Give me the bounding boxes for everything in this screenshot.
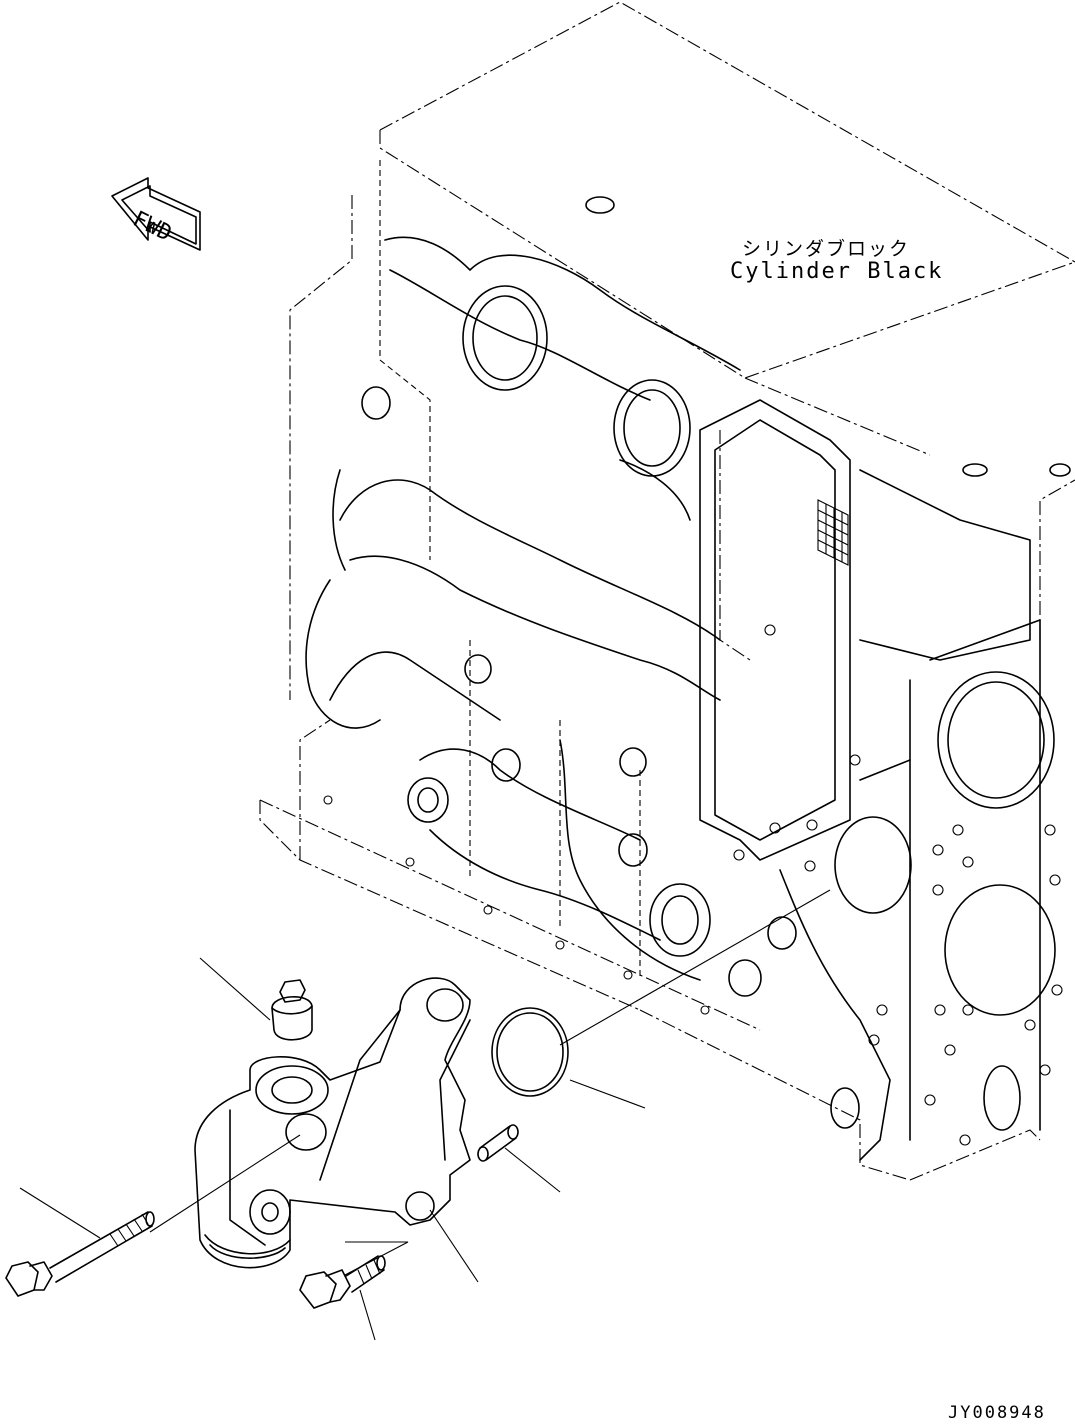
cylinder-block-passages	[305, 236, 1041, 1161]
block-grille	[817, 499, 849, 566]
leader-lines	[19, 889, 831, 1341]
fwd-arrow-icon: FWD	[111, 177, 201, 251]
part-name-japanese: シリンダブロック	[742, 238, 911, 260]
part-name-english: Cylinder Black	[730, 259, 944, 284]
dowel-pin	[477, 1124, 519, 1162]
drawing-id: JY008948	[948, 1403, 1046, 1423]
fwd-arrow-text: FWD	[129, 207, 176, 247]
cylinder-block-phantom	[259, 1, 1075, 1181]
short-bolt	[299, 1255, 386, 1309]
plug	[271, 979, 313, 1041]
thermostat-housing	[194, 977, 471, 1269]
o-ring	[491, 1007, 569, 1097]
long-bolt	[5, 1211, 155, 1297]
block-bores	[323, 196, 1071, 1146]
